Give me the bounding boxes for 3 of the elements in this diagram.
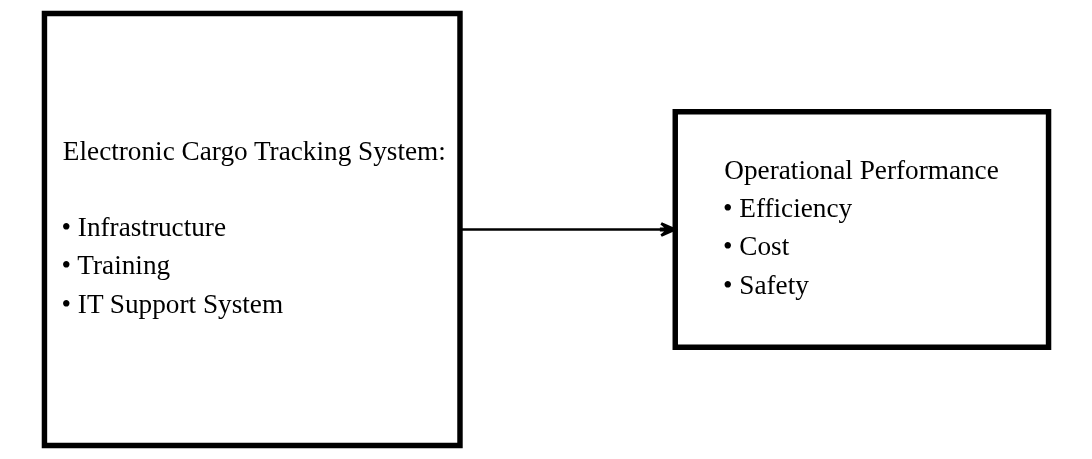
node-box: Operational Performance • Efficiency • Cost • Safety <box>672 108 1051 351</box>
node-box: Electronic Cargo Tracking System: • Infrastructure • Training • IT Support System <box>41 10 463 449</box>
arrow <box>459 222 676 237</box>
